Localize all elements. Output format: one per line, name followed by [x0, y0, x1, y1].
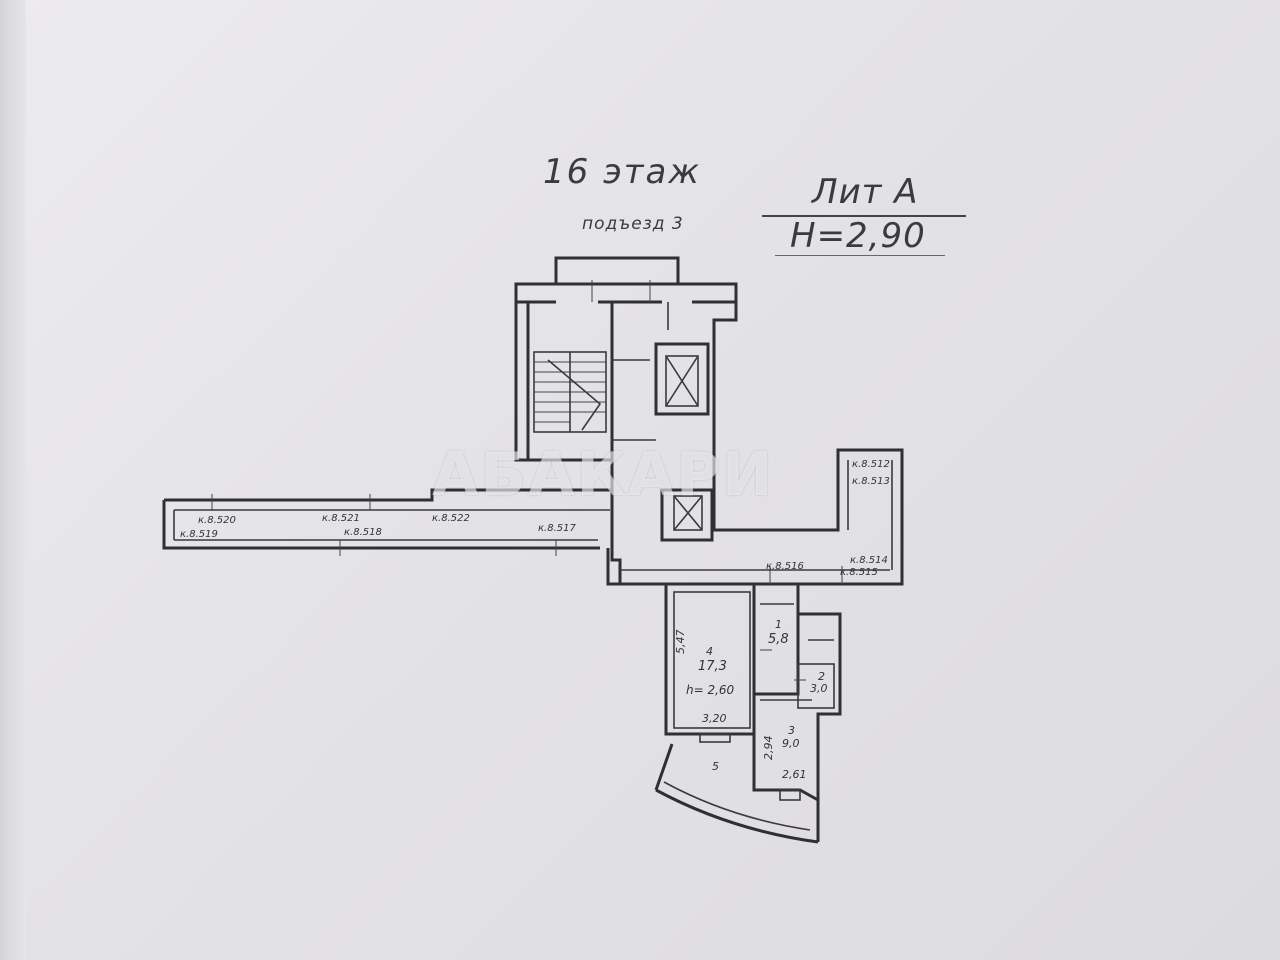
level-mark: к.8.522	[432, 513, 470, 524]
floor-title: 16 этаж	[543, 152, 702, 192]
room-4-number: 4	[706, 645, 713, 658]
wall-ticks	[211, 280, 843, 681]
level-mark: к.8.518	[344, 527, 382, 538]
room-4-area: 17,3	[698, 659, 727, 674]
room-3-width: 2,61	[782, 768, 807, 781]
level-mark: к.8.517	[538, 523, 576, 534]
level-mark: к.8.520	[198, 515, 236, 526]
room-4-length: 5,47	[674, 630, 687, 655]
level-mark: к.8.521	[322, 513, 360, 524]
room-3-area: 9,0	[782, 737, 800, 750]
room-5-number: 5	[712, 760, 719, 773]
letter-label: Лит А	[812, 172, 919, 212]
level-mark: к.8.516	[766, 561, 804, 572]
sheet-edge	[0, 0, 26, 960]
room-4-width: 3,20	[702, 712, 727, 725]
room-3-length: 2,94	[762, 736, 775, 761]
level-mark: к.8.514	[850, 555, 888, 566]
apartment	[654, 584, 842, 844]
level-mark: к.8.512	[852, 459, 890, 470]
letter-underline	[762, 215, 966, 217]
level-mark: к.8.515	[840, 567, 878, 578]
entrance-label: подъезд 3	[582, 214, 684, 234]
height-underline	[775, 255, 945, 256]
room-1-area: 5,8	[768, 632, 789, 647]
level-mark: к.8.519	[180, 529, 218, 540]
room-2-area: 3,0	[810, 682, 828, 695]
room-4-height: h= 2,60	[686, 683, 735, 697]
ceiling-height-label: Н=2,90	[790, 216, 926, 256]
room-3-number: 3	[788, 724, 795, 737]
level-mark: к.8.513	[852, 476, 890, 487]
core-block	[162, 256, 904, 586]
room-1-number: 1	[775, 618, 782, 631]
watermark: АБАКАРИ	[432, 440, 775, 510]
room-2-number: 2	[818, 670, 825, 683]
